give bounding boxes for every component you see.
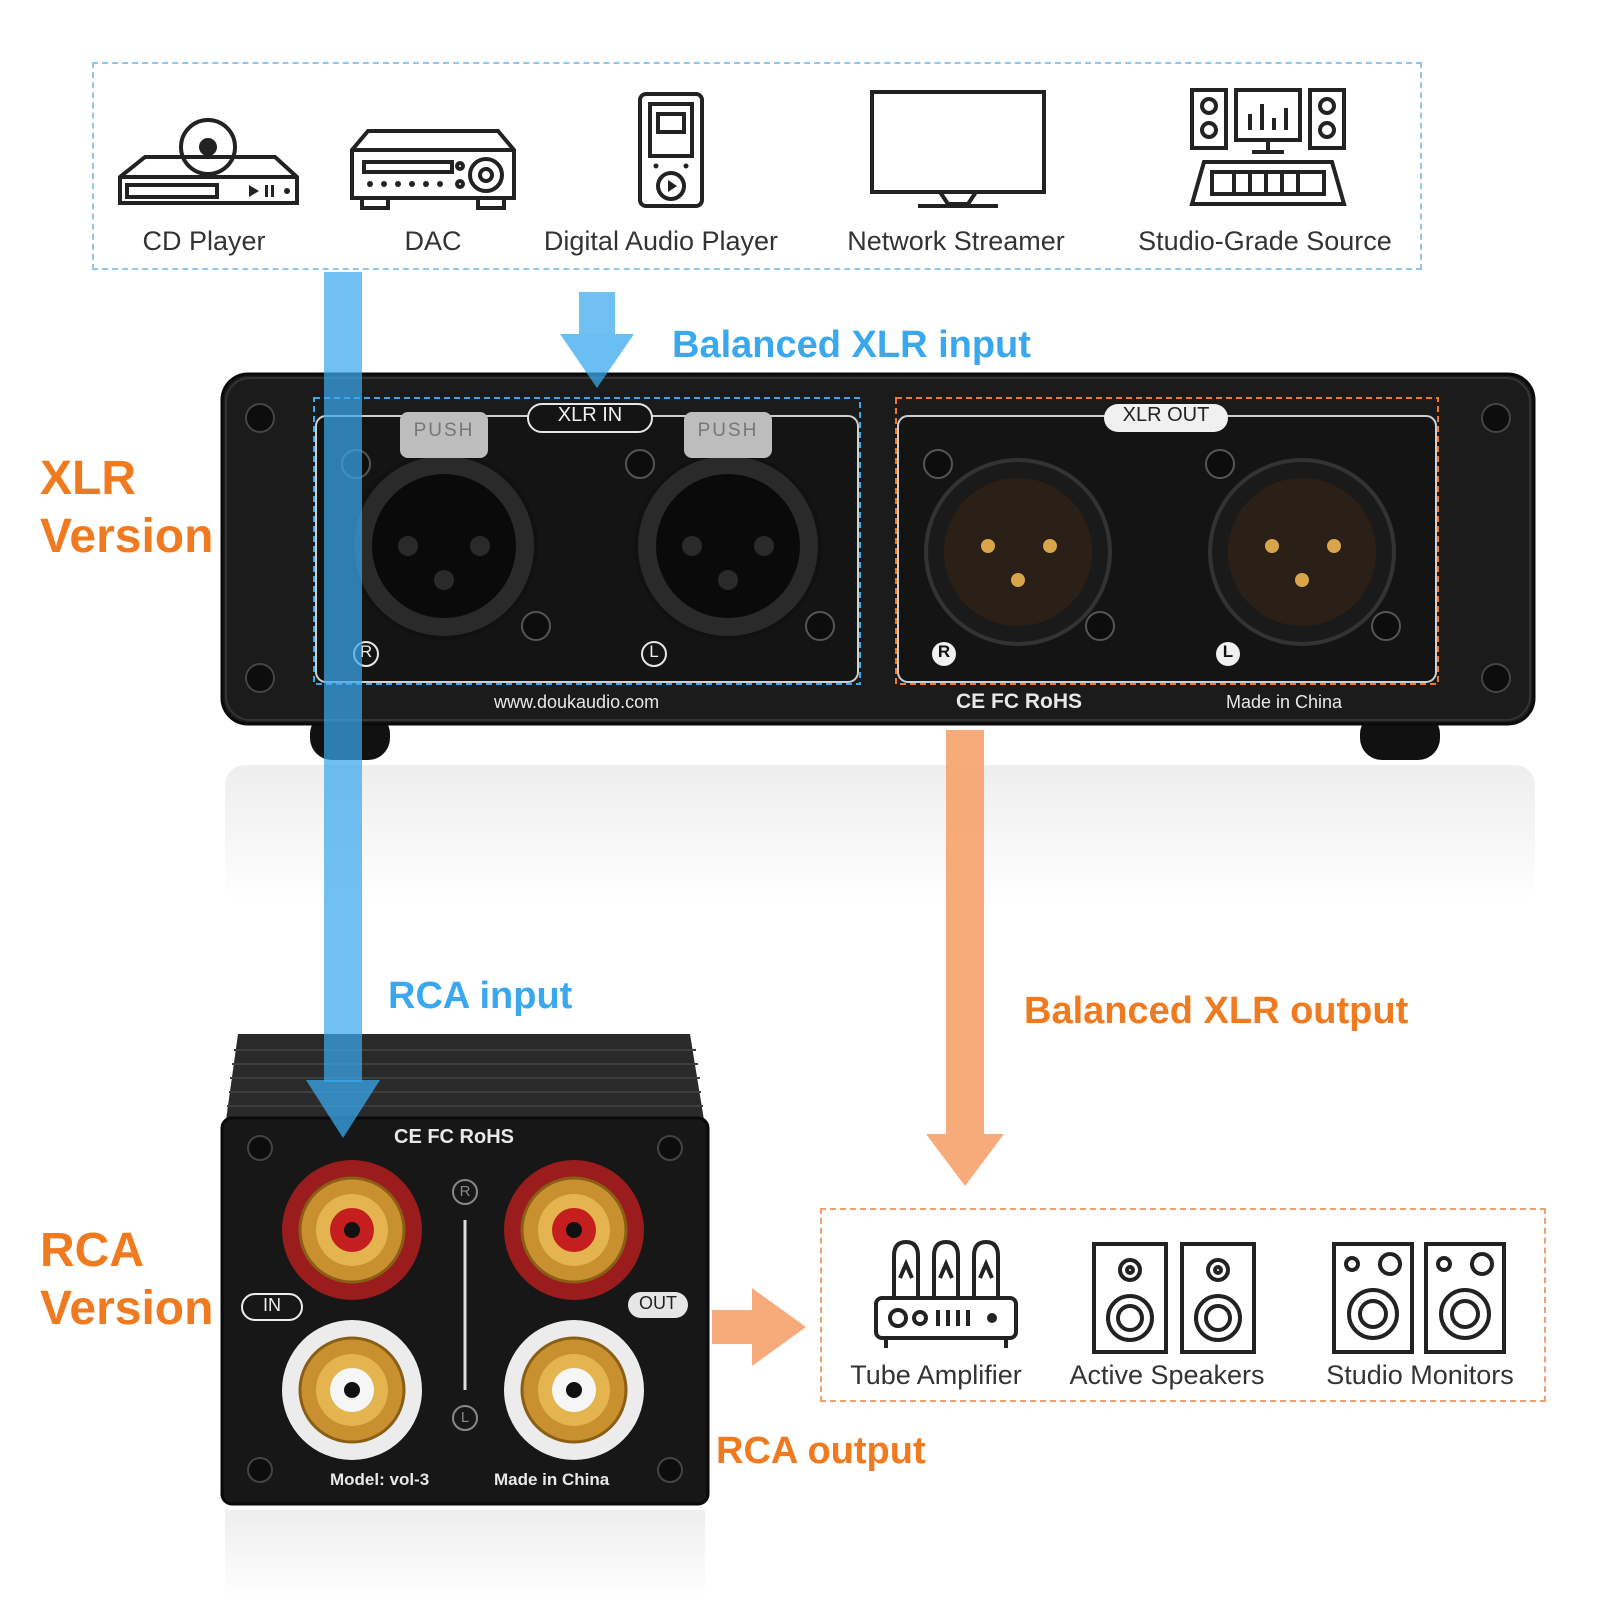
- xlr-out-left-marker: L: [1222, 642, 1234, 661]
- push-tab-left: PUSH: [697, 420, 759, 441]
- xlr-in-label: XLR IN: [557, 404, 623, 426]
- xlr-in-right-marker: R: [359, 642, 373, 661]
- xlr-out-right-marker: R: [937, 642, 951, 661]
- active-speakers-icon: [1092, 1242, 1256, 1354]
- rca-right-marker: R: [459, 1183, 471, 1200]
- xlr-amplifier-back-panel: [220, 372, 1536, 760]
- rca-input-caption: RCA input: [388, 975, 573, 1017]
- output-devices-panel: [820, 1208, 1546, 1402]
- rca-left-marker: L: [460, 1409, 470, 1426]
- rca-version-line2: Version: [40, 1282, 214, 1335]
- output-label-active-speakers: Active Speakers: [1069, 1360, 1265, 1390]
- xlr-version-title: XLR Version: [40, 450, 213, 566]
- cd-player-icon: [118, 118, 299, 205]
- rca-made-in-text: Made in China: [494, 1470, 610, 1489]
- output-label-studio-monitors: Studio Monitors: [1326, 1360, 1514, 1390]
- source-label-studio-grade-source: Studio-Grade Source: [1138, 226, 1392, 256]
- rca-in-label: IN: [263, 1295, 281, 1315]
- source-label-digital-audio-player: Digital Audio Player: [543, 226, 779, 256]
- xlr-website-text: www.doukaudio.com: [494, 692, 660, 712]
- dac-icon: [350, 129, 516, 210]
- xlr-out-label: XLR OUT: [1122, 404, 1210, 426]
- xlr-certification-marks: CE FC RoHS: [956, 690, 1082, 713]
- rca-version-line1: RCA: [40, 1224, 144, 1277]
- xlr-version-line2: Version: [40, 510, 214, 563]
- balanced-xlr-input-caption: Balanced XLR input: [672, 324, 1031, 366]
- rca-version-title: RCA Version: [40, 1222, 213, 1338]
- xlr-version-line1: XLR: [40, 452, 136, 505]
- digital-audio-player-icon: [638, 92, 704, 208]
- balanced-xlr-output-caption: Balanced XLR output: [1024, 990, 1409, 1032]
- rca-out-label: OUT: [639, 1293, 677, 1313]
- output-label-tube-amplifier: Tube Amplifier: [850, 1360, 1022, 1390]
- rca-model-text: Model: vol-3: [330, 1470, 430, 1489]
- xlr-device-reflection: [225, 765, 1535, 905]
- push-tab-right: PUSH: [413, 420, 475, 441]
- source-label-network-streamer: Network Streamer: [847, 226, 1065, 256]
- tube-amplifier-icon: [874, 1239, 1018, 1348]
- source-label-cd-player: CD Player: [142, 226, 266, 256]
- studio-monitors-icon: [1332, 1242, 1506, 1354]
- rca-certification-marks: CE FC RoHS: [394, 1126, 514, 1148]
- network-streamer-icon: [870, 90, 1046, 208]
- studio-source-icon: [1189, 88, 1347, 206]
- rca-output-caption: RCA output: [716, 1430, 926, 1472]
- xlr-in-left-marker: L: [649, 642, 659, 661]
- xlr-made-in-text: Made in China: [1226, 692, 1343, 712]
- rca-preamp-back-panel: [220, 1034, 710, 1506]
- source-label-dac: DAC: [404, 226, 462, 256]
- source-devices-panel: [92, 62, 1422, 270]
- rca-device-reflection: [225, 1510, 705, 1600]
